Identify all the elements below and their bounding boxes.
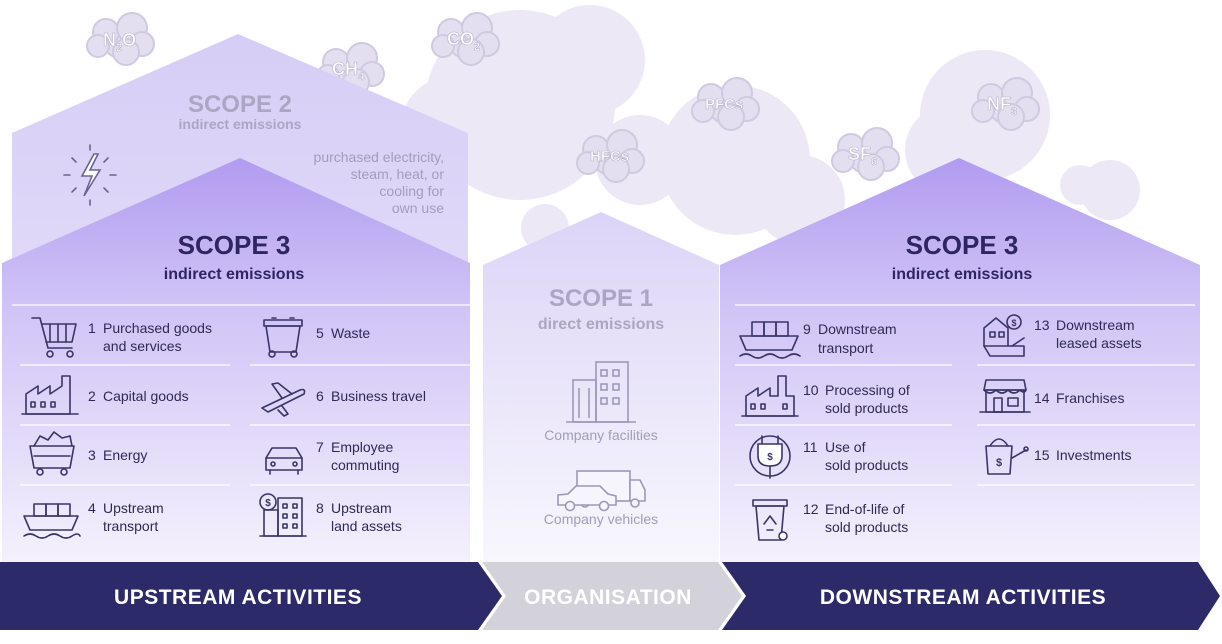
scope2-description: purchased electricity, steam, heat, or c… bbox=[314, 149, 445, 216]
scope2-description-line: cooling for bbox=[379, 183, 444, 199]
gas-nf3-sub: 3 bbox=[1011, 106, 1017, 118]
downstream-activities-label: DOWNSTREAM ACTIVITIES bbox=[820, 586, 1106, 609]
gas-hfcs-label: HFCs bbox=[590, 148, 629, 165]
scope3-downstream-title: SCOPE 3 bbox=[906, 230, 1019, 260]
scope2-description-line: steam, heat, or bbox=[351, 166, 445, 182]
gas-nf3-bubble: NF3 bbox=[971, 77, 1040, 131]
airplane-icon bbox=[261, 382, 306, 417]
gas-pfcs-bubble: PFCs bbox=[691, 77, 760, 131]
scope3-upstream-title: SCOPE 3 bbox=[178, 230, 291, 260]
company-facilities-icon bbox=[566, 361, 636, 423]
factory-icon bbox=[21, 375, 79, 415]
coal-cart-icon bbox=[29, 431, 75, 476]
car-icon bbox=[265, 447, 303, 475]
gas-n2o-bubble: N2O bbox=[86, 12, 155, 66]
scope3-upstream-subtitle: indirect emissions bbox=[164, 266, 305, 283]
svg-text:CH4: CH4 bbox=[332, 59, 365, 83]
gas-sf6-main: SF bbox=[848, 144, 871, 164]
gas-n2o-sub: 2 bbox=[116, 42, 122, 54]
leased-assets-icon: $ bbox=[983, 314, 1025, 357]
lightning-icon bbox=[63, 144, 117, 206]
svg-text:$: $ bbox=[265, 498, 271, 509]
gas-pfcs-label: PFCs bbox=[705, 96, 743, 113]
scope3-upstream-dividers bbox=[12, 304, 470, 486]
svg-text:$: $ bbox=[996, 457, 1002, 469]
svg-text:SF6: SF6 bbox=[848, 144, 877, 168]
gas-n2o-tail: O bbox=[122, 30, 136, 50]
land-assets-building-icon: $ bbox=[259, 493, 307, 537]
gas-ch4-sub: 4 bbox=[358, 71, 365, 83]
scope2-description-line: purchased electricity, bbox=[314, 149, 444, 165]
upstream-activities-banner bbox=[0, 562, 502, 630]
gas-nf3-main: NF bbox=[987, 94, 1011, 114]
scope3-downstream-dividers bbox=[735, 304, 1195, 486]
scope3-downstream-subtitle: indirect emissions bbox=[892, 266, 1033, 283]
gas-sf6-sub: 6 bbox=[871, 156, 877, 168]
gas-hfcs-bubble: HFCs bbox=[576, 129, 645, 183]
gas-sf6-bubble: SF6 bbox=[831, 127, 900, 181]
upstream-activities-label: UPSTREAM ACTIVITIES bbox=[114, 586, 362, 609]
downstream-activities-banner bbox=[722, 562, 1220, 630]
scope3-upstream-house bbox=[2, 158, 470, 562]
scope2-subtitle: indirect emissions bbox=[179, 116, 302, 132]
gas-co2-sub: 2 bbox=[474, 41, 480, 53]
processing-plant-icon bbox=[741, 375, 799, 417]
scope1-subtitle: direct emissions bbox=[538, 316, 664, 333]
gas-co2-main: CO bbox=[447, 29, 474, 49]
company-vehicles-icon bbox=[557, 470, 646, 512]
organisation-label: ORGANISATION bbox=[524, 586, 692, 609]
company-vehicles-label: Company vehicles bbox=[544, 511, 658, 527]
franchise-storefront-icon bbox=[979, 379, 1031, 413]
gas-co2-bubble: CO2 bbox=[431, 12, 500, 66]
gas-ch4-main: CH bbox=[332, 59, 358, 79]
downstream-cargo-ship-icon bbox=[739, 321, 801, 359]
svg-text:NF3: NF3 bbox=[987, 94, 1017, 118]
company-facilities-label: Company facilities bbox=[544, 427, 658, 443]
svg-text:CO2: CO2 bbox=[447, 29, 480, 53]
waste-container-icon bbox=[263, 317, 303, 358]
scope3-downstream-house bbox=[720, 158, 1200, 562]
svg-text:N2O: N2O bbox=[103, 30, 136, 54]
gas-n2o-main: N bbox=[103, 30, 116, 50]
cargo-ship-icon bbox=[23, 503, 81, 539]
recycling-bin-icon bbox=[752, 499, 788, 541]
scope1-title: SCOPE 1 bbox=[549, 285, 653, 312]
svg-text:$: $ bbox=[767, 452, 773, 463]
gas-ch4-bubble: CH4 bbox=[316, 42, 385, 96]
electric-plug-icon: $ bbox=[749, 435, 791, 479]
organisation-banner bbox=[482, 562, 742, 630]
scope2-description-line: own use bbox=[392, 200, 444, 216]
scope2-title: SCOPE 2 bbox=[188, 91, 292, 118]
svg-text:$: $ bbox=[1011, 318, 1016, 328]
investments-watering-can-icon: $ bbox=[985, 438, 1029, 475]
shopping-cart-icon bbox=[31, 317, 77, 358]
